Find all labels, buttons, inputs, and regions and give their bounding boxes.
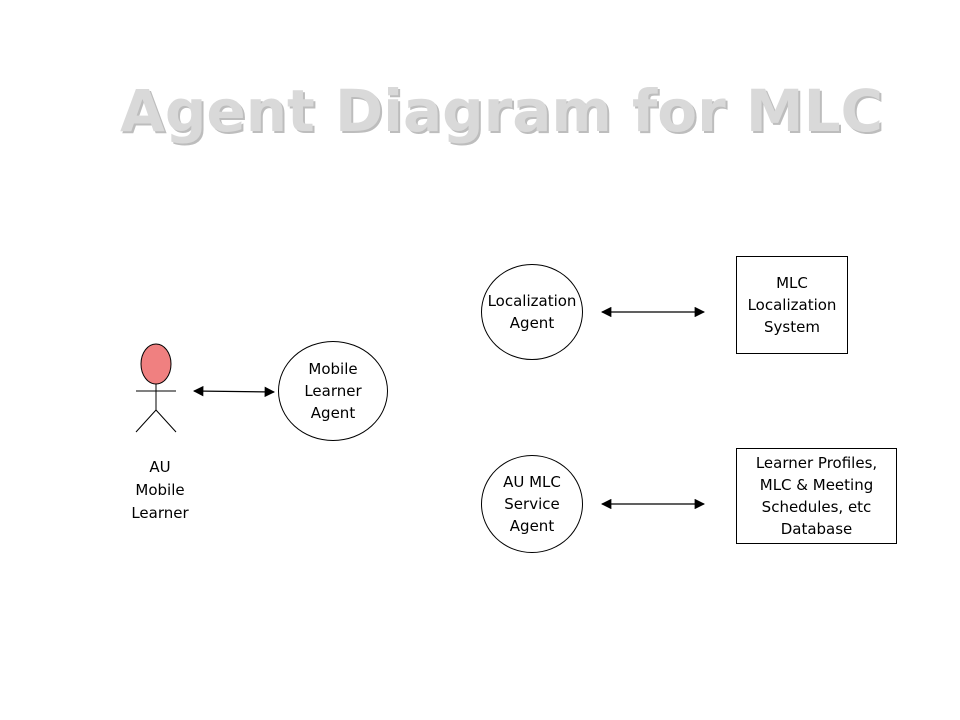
actor-left-leg bbox=[135, 409, 157, 433]
node-label-line: Service bbox=[504, 495, 560, 513]
actor-head bbox=[140, 343, 172, 385]
node-label-line: System bbox=[764, 318, 820, 336]
actor-label-line: AU bbox=[149, 458, 171, 476]
actor-right-leg bbox=[155, 409, 177, 433]
node-label-line: Agent bbox=[310, 404, 356, 422]
node-label-line: Learner Profiles, bbox=[755, 454, 878, 472]
node-label-line: Localization bbox=[747, 296, 837, 314]
actor-label-line: Mobile bbox=[135, 481, 185, 499]
node-label-line: MLC & Meeting bbox=[759, 476, 874, 494]
mlc-localization-system-node: MLC Localization System bbox=[736, 256, 848, 354]
diagram-title: Agent Diagram for MLC bbox=[120, 77, 884, 145]
node-label-line: Schedules, etc bbox=[761, 498, 872, 516]
node-label-line: Mobile bbox=[308, 360, 358, 378]
node-label-line: Database bbox=[780, 520, 853, 538]
edge-actor-mobile-agent bbox=[192, 385, 276, 398]
mobile-learner-agent-node: Mobile Learner Agent bbox=[278, 341, 388, 441]
actor-label: AU Mobile Learner bbox=[110, 456, 210, 525]
node-label-line: Agent bbox=[509, 517, 555, 535]
node-label-line: Localization bbox=[487, 292, 577, 310]
actor-label-line: Learner bbox=[131, 504, 189, 522]
learner-database-node: Learner Profiles, MLC & Meeting Schedule… bbox=[736, 448, 897, 544]
node-label-line: MLC bbox=[776, 274, 808, 292]
localization-agent-node: Localization Agent bbox=[481, 264, 583, 360]
node-label-line: Agent bbox=[509, 314, 555, 332]
au-mlc-service-agent-node: AU MLC Service Agent bbox=[481, 455, 583, 553]
node-label-line: AU MLC bbox=[503, 473, 561, 491]
actor-figure bbox=[135, 343, 177, 433]
node-label-line: Learner bbox=[304, 382, 362, 400]
